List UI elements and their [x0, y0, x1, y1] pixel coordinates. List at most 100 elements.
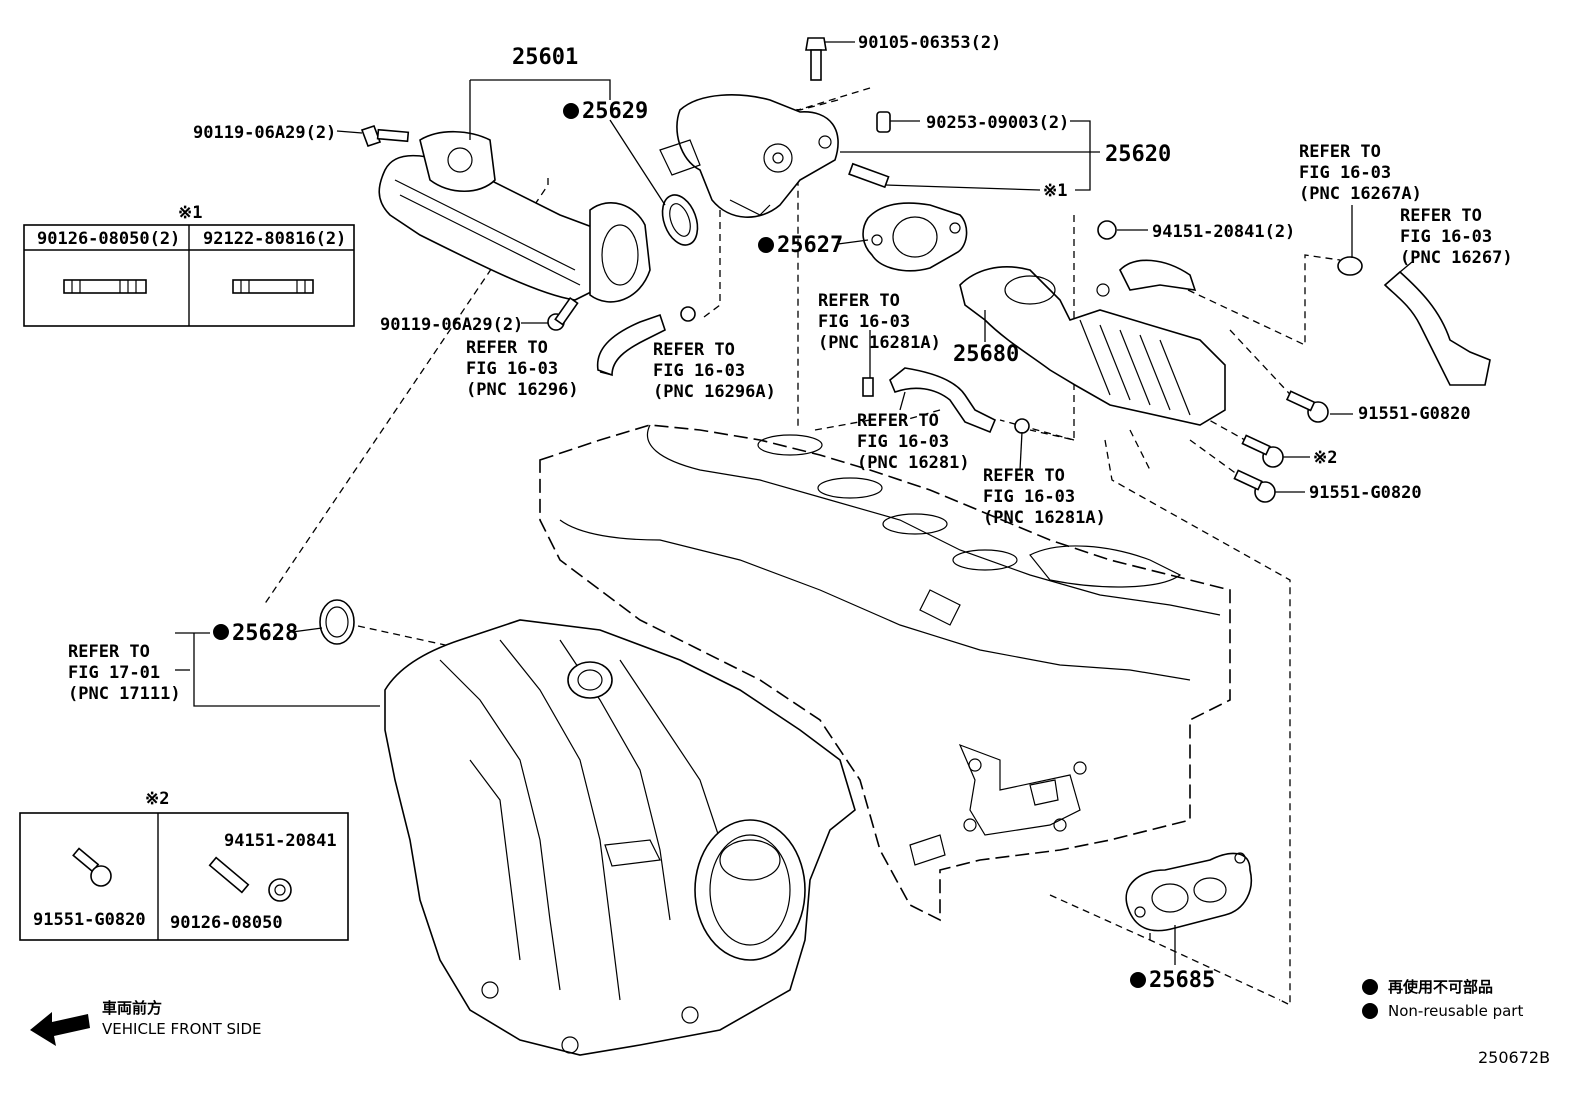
bolt-90119-06a29-top	[360, 124, 410, 148]
clip-16281a-top	[862, 377, 874, 397]
label-90119-06a29-top: 90119-06A29(2)	[193, 123, 336, 143]
note1-col1-label: 90126-08050(2)	[37, 229, 180, 249]
label-90119-06a29-bottom: 90119-06A29(2)	[380, 315, 523, 335]
legend-dot-en	[1362, 1003, 1378, 1019]
svg-text:(PNC 17111): (PNC 17111)	[68, 684, 181, 704]
label-note2-marker: ※2	[1313, 448, 1337, 468]
stud-90126-08050-icon	[63, 279, 147, 294]
svg-text:REFER TO: REFER TO	[1299, 142, 1381, 162]
clamp-16281a-bottom	[1014, 418, 1030, 434]
note1-col2-label: 92122-80816(2)	[203, 229, 346, 249]
nut-94151-20841	[1097, 220, 1117, 240]
note1-table: ※1 90126-08050(2) 92122-80816(2)	[23, 203, 355, 327]
svg-text:REFER TO: REFER TO	[818, 291, 900, 311]
label-91551-g0820-b: 91551-G0820	[1309, 483, 1422, 503]
stud-92122-80816-icon	[232, 279, 314, 294]
clamp-16296a	[680, 306, 696, 322]
label-25680: 25680	[953, 342, 1019, 367]
hose-16281	[889, 367, 997, 434]
front-arrow-icon	[30, 1012, 90, 1046]
vehicle-front-direction: 車両前方 VEHICLE FRONT SIDE	[30, 999, 262, 1046]
svg-text:(PNC 16281A): (PNC 16281A)	[818, 333, 941, 353]
label-90253-09003: 90253-09003(2)	[926, 113, 1069, 133]
legend-en: Non-reusable part	[1388, 1002, 1523, 1020]
legend-dot-jp	[1362, 979, 1378, 995]
label-25627: 25627	[777, 233, 843, 258]
gasket-25685	[1125, 852, 1252, 932]
svg-text:(PNC 16281A): (PNC 16281A)	[983, 508, 1106, 528]
label-25628: 25628	[232, 621, 298, 646]
bolt-90105-06353	[805, 37, 827, 81]
gasket-25627	[862, 202, 968, 272]
refer-labels: REFER TO FIG 16-03 (PNC 16296) REFER TO …	[68, 142, 1513, 704]
direction-en: VEHICLE FRONT SIDE	[102, 1020, 262, 1038]
svg-text:FIG 16-03: FIG 16-03	[653, 361, 745, 381]
clamp-16267a	[1337, 256, 1363, 276]
svg-text:FIG 16-03: FIG 16-03	[466, 359, 558, 379]
svg-text:FIG 17-01: FIG 17-01	[68, 663, 160, 683]
svg-text:(PNC 16281): (PNC 16281)	[857, 453, 970, 473]
bolt-91551-g0820-b	[1233, 469, 1276, 503]
svg-text:REFER TO: REFER TO	[466, 338, 548, 358]
note2-item2a-label: 94151-20841	[224, 831, 337, 851]
label-note1-marker: ※1	[1043, 181, 1067, 201]
egr-valve-25620	[659, 94, 839, 218]
label-25601: 25601	[512, 45, 578, 70]
refer-16267a: REFER TO FIG 16-03 (PNC 16267A)	[1299, 142, 1422, 204]
svg-text:FIG 16-03: FIG 16-03	[1400, 227, 1492, 247]
label-94151-20841: 94151-20841(2)	[1152, 222, 1295, 242]
svg-text:(PNC 16296): (PNC 16296)	[466, 380, 579, 400]
refer-16281: REFER TO FIG 16-03 (PNC 16281)	[857, 411, 970, 473]
gasket-25628	[319, 599, 355, 645]
egr-pipe-25601	[378, 130, 651, 303]
pin-90253-09003	[876, 111, 891, 133]
leader-lines	[175, 41, 1413, 965]
legend: 再使用不可部品 Non-reusable part	[1362, 978, 1523, 1020]
svg-text:(PNC 16296A): (PNC 16296A)	[653, 382, 776, 402]
svg-text:FIG 16-03: FIG 16-03	[983, 487, 1075, 507]
note2-item1-label: 91551-G0820	[33, 910, 146, 930]
refer-16296a: REFER TO FIG 16-03 (PNC 16296A)	[653, 340, 776, 402]
stud-note1	[848, 162, 890, 189]
direction-jp: 車両前方	[102, 999, 162, 1017]
part-labels: 25601 25629 25620 25627 25680 25628 2568…	[193, 33, 1471, 993]
refer-17111: REFER TO FIG 17-01 (PNC 17111)	[68, 642, 181, 704]
note2-table-marker: ※2	[145, 789, 169, 809]
svg-text:REFER TO: REFER TO	[653, 340, 735, 360]
hose-16296	[596, 313, 666, 377]
note1-table-marker: ※1	[178, 203, 202, 223]
note2-table: ※2 91551-G0820 94151-20841 90126-08050	[19, 789, 349, 941]
bolt-91551-g0820-icon	[72, 847, 112, 887]
egr-cooler-25680	[959, 259, 1226, 426]
bolt-note2	[1241, 434, 1284, 468]
stud-90126-08050-icon-2	[208, 856, 250, 894]
svg-text:FIG 16-03: FIG 16-03	[1299, 163, 1391, 183]
svg-text:(PNC 16267): (PNC 16267)	[1400, 248, 1513, 268]
label-25685: 25685	[1149, 968, 1215, 993]
svg-text:(PNC 16267A): (PNC 16267A)	[1299, 184, 1422, 204]
refer-16281a-bottom: REFER TO FIG 16-03 (PNC 16281A)	[983, 466, 1106, 528]
refer-16267: REFER TO FIG 16-03 (PNC 16267)	[1400, 206, 1513, 268]
non-reusable-markers	[213, 103, 1146, 988]
label-91551-g0820-a: 91551-G0820	[1358, 404, 1471, 424]
note2-item2b-label: 90126-08050	[170, 913, 283, 933]
legend-jp: 再使用不可部品	[1388, 978, 1493, 996]
label-25629: 25629	[582, 99, 648, 124]
gasket-25629	[661, 194, 699, 246]
nut-94151-20841-icon	[268, 878, 292, 902]
refer-16296: REFER TO FIG 16-03 (PNC 16296)	[466, 338, 579, 400]
svg-text:REFER TO: REFER TO	[68, 642, 150, 662]
label-25620: 25620	[1105, 142, 1171, 167]
svg-text:REFER TO: REFER TO	[1400, 206, 1482, 226]
svg-text:FIG 16-03: FIG 16-03	[818, 312, 910, 332]
engine-block-outline	[539, 424, 1231, 922]
hose-16267	[1383, 270, 1491, 386]
intake-manifold	[384, 619, 856, 1056]
svg-text:REFER TO: REFER TO	[983, 466, 1065, 486]
label-90105-06353: 90105-06353(2)	[858, 33, 1001, 53]
svg-text:REFER TO: REFER TO	[857, 411, 939, 431]
bolt-90119-06a29-bottom	[547, 296, 579, 331]
figure-code: 250672B	[1478, 1048, 1550, 1067]
refer-16281a-top: REFER TO FIG 16-03 (PNC 16281A)	[818, 291, 941, 353]
